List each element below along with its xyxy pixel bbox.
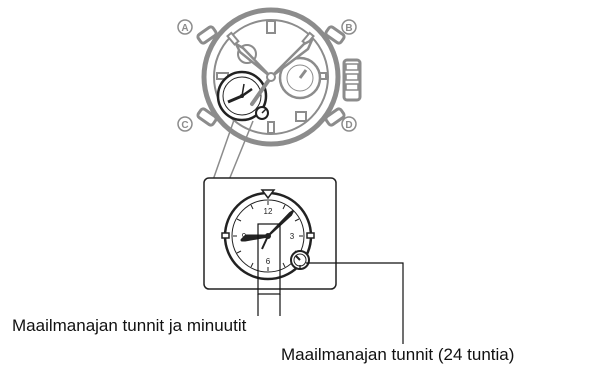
watch-illustration xyxy=(196,7,362,147)
hours-minutes-highlight xyxy=(257,223,281,295)
subdial-numeral-6: 6 xyxy=(266,257,271,266)
date-window xyxy=(295,111,307,122)
zoom-connector xyxy=(212,119,254,181)
callout-24-hour: Maailmanajan tunnit (24 tuntia) xyxy=(281,345,515,364)
button-d: D xyxy=(341,116,357,132)
button-c-letter: C xyxy=(181,120,188,131)
callout-lines xyxy=(257,262,404,344)
subdial-numeral-3: 3 xyxy=(290,232,295,241)
callout-hours-minutes: Maailmanajan tunnit ja minuutit xyxy=(12,316,247,335)
button-b-letter: B xyxy=(345,23,352,34)
button-b: B xyxy=(341,19,357,35)
button-d-letter: D xyxy=(345,120,352,131)
button-a: A xyxy=(177,19,193,35)
subdial-numeral-12: 12 xyxy=(264,207,273,216)
button-a-letter: A xyxy=(181,23,188,34)
world-time-subdial-large: 12 3 6 9 xyxy=(221,189,315,281)
hour-hand xyxy=(240,234,270,242)
button-c: C xyxy=(177,116,193,132)
